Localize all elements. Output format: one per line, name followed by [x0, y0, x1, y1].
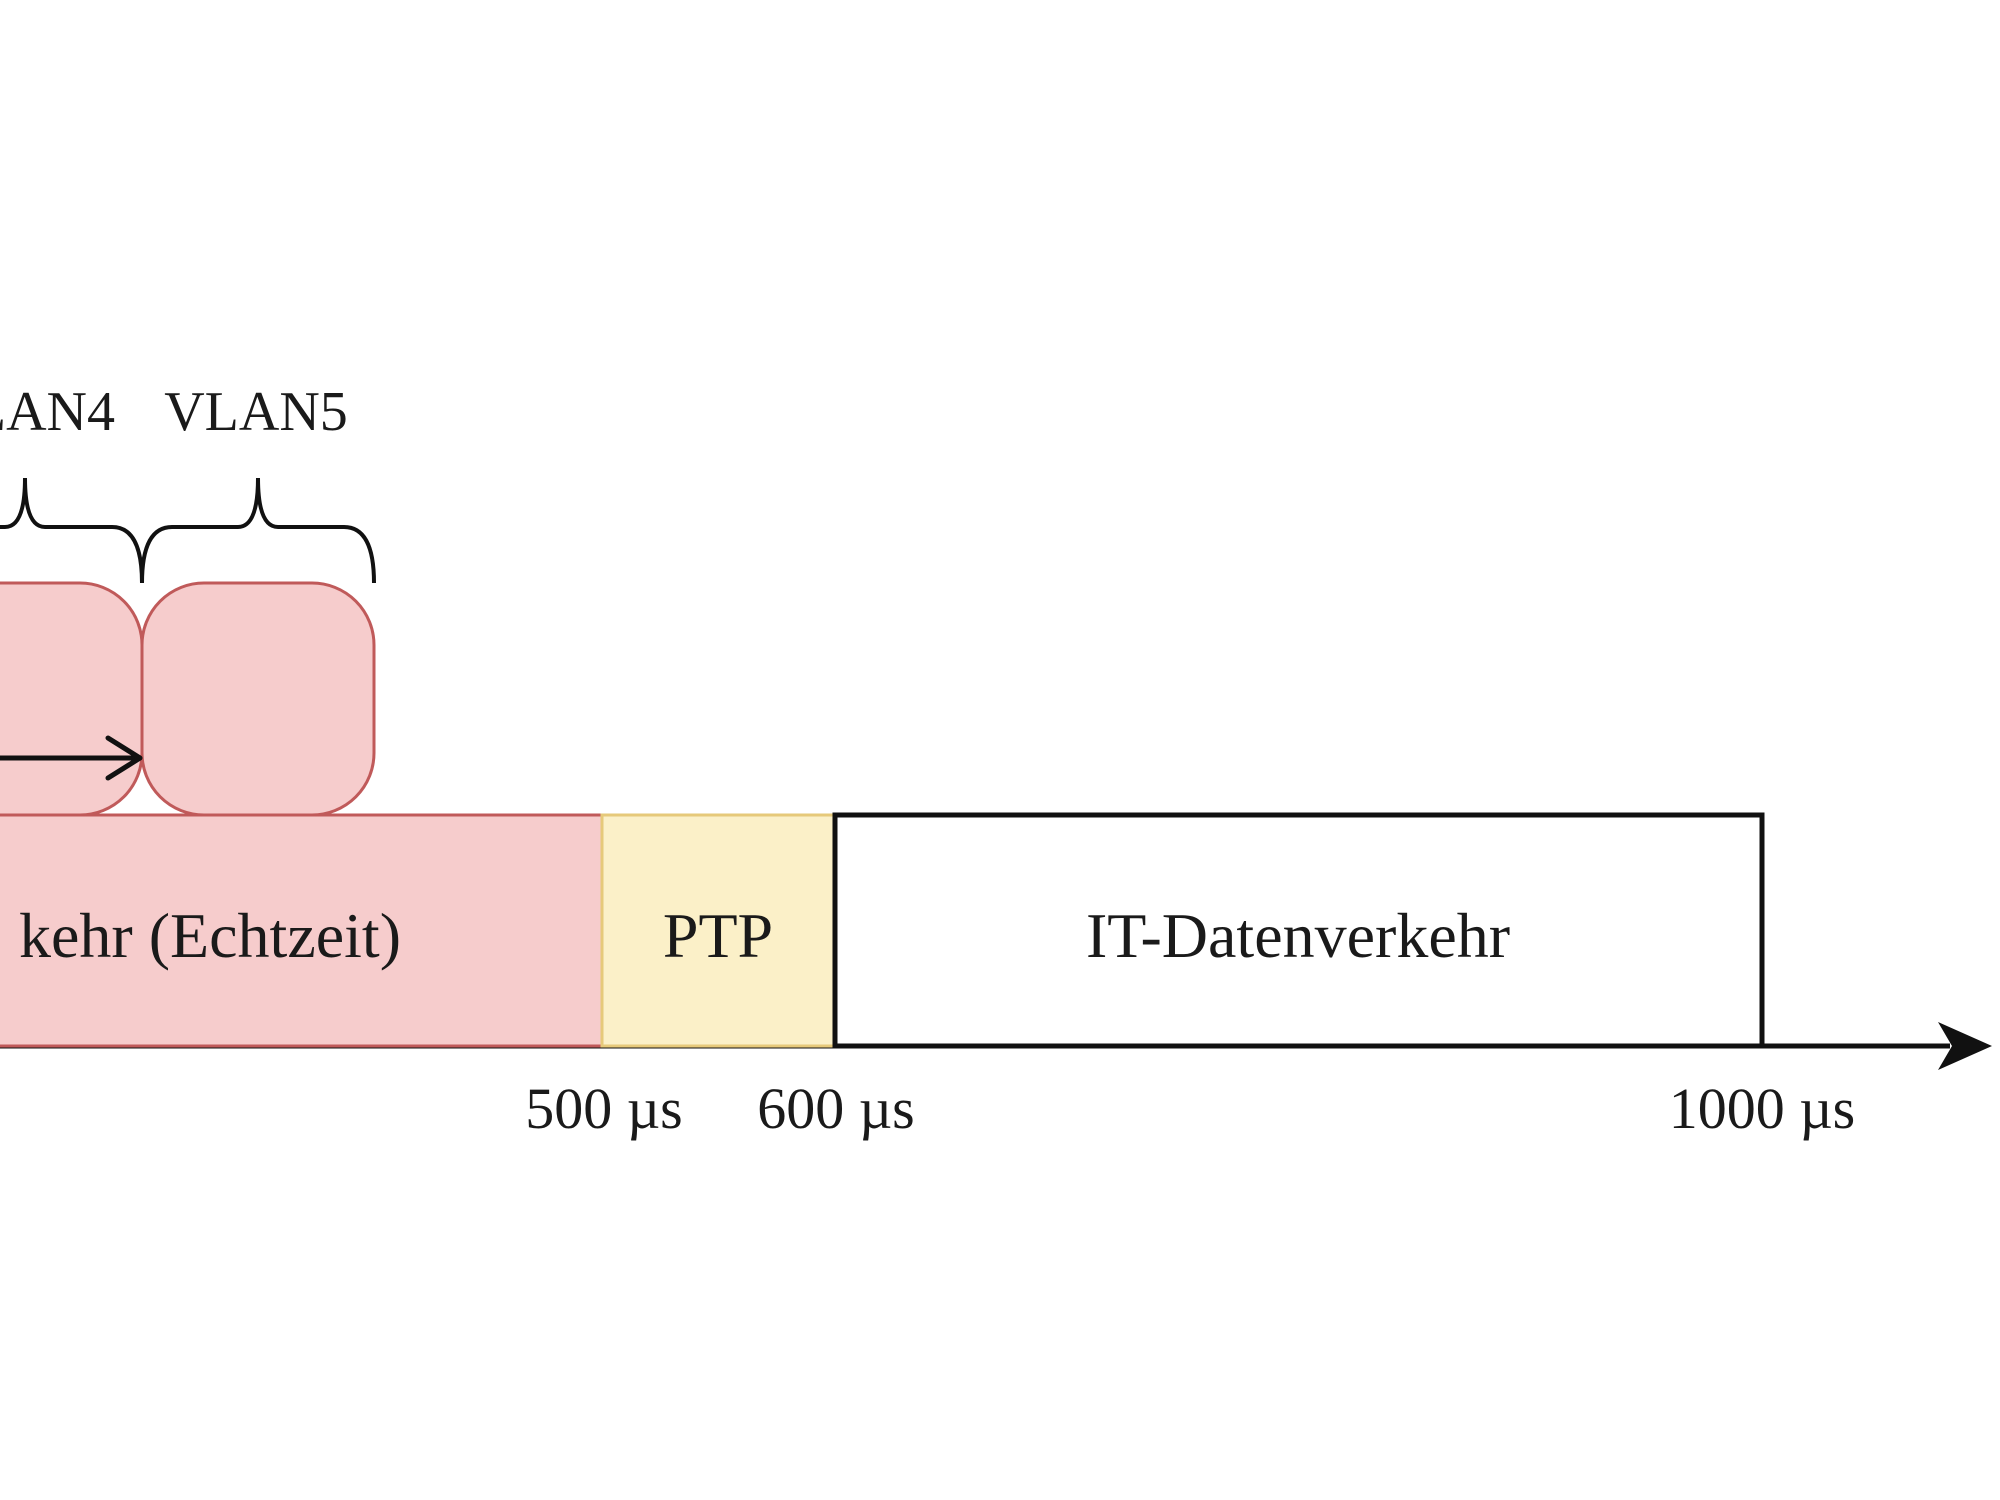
- segment-ptp: [600, 813, 837, 1048]
- segment-realtime-label: kehr (Echtzeit): [19, 900, 401, 971]
- tick-label-500us: 500 µs: [525, 1076, 683, 1141]
- frame-sequence-arrowhead: [105, 735, 143, 781]
- vlan4-brace: [0, 477, 144, 584]
- segment-ptp-label: PTP: [663, 900, 773, 971]
- segment-it-label: IT-Datenverkehr: [1086, 900, 1510, 971]
- vlan5-label: VLAN5: [164, 381, 348, 443]
- tick-label-600us: 600 µs: [757, 1076, 915, 1141]
- vlan5-brace: [140, 477, 376, 584]
- vlan4-frame: [0, 581, 144, 817]
- time-axis-arrowhead: [1938, 1022, 1992, 1070]
- tick-label-1000us: 1000 µs: [1669, 1076, 1856, 1141]
- segment-it: [832, 812, 1765, 1049]
- vlan4-label: LAN4: [0, 381, 115, 443]
- vlan5-frame: [140, 581, 376, 817]
